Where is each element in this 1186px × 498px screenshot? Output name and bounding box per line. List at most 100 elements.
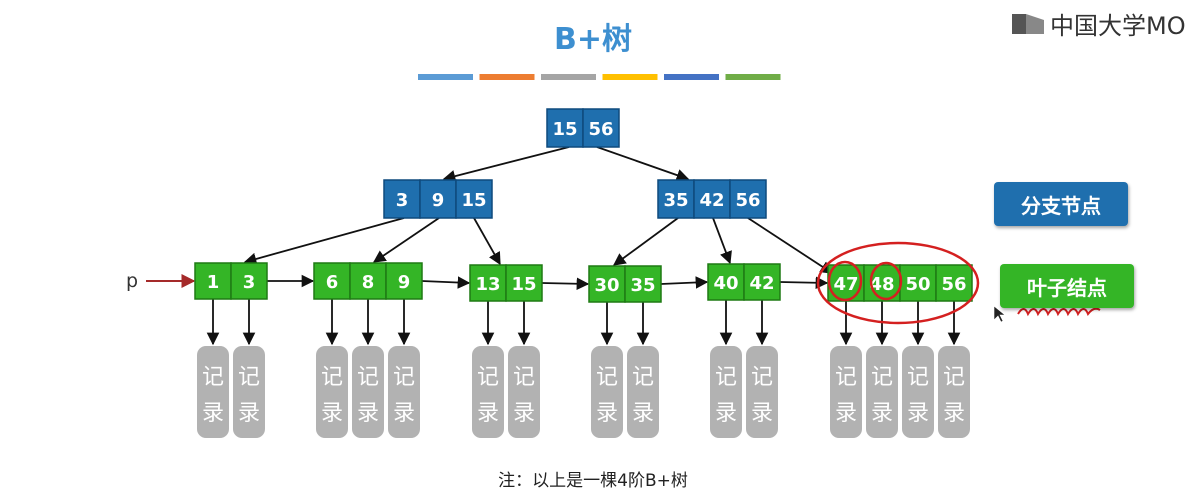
key-cell: [419, 179, 457, 219]
record-label: 录: [357, 401, 379, 426]
key-label: 42: [749, 273, 774, 294]
record-label: 记: [596, 365, 618, 390]
key-label: 48: [869, 274, 894, 295]
key-cell: [729, 179, 767, 219]
record-label: 记: [835, 365, 857, 390]
key-label: 9: [398, 272, 411, 293]
tree-edges: [146, 146, 961, 346]
key-label: 56: [588, 119, 613, 140]
tree-edge: [473, 217, 501, 266]
color-bar: [602, 74, 658, 80]
record-label: 记: [871, 365, 893, 390]
color-bar: [725, 74, 781, 80]
key-label: 3: [396, 190, 409, 211]
record-label: 录: [596, 401, 618, 426]
key-label: 47: [833, 274, 858, 295]
leaf-link-arrow: [779, 276, 829, 290]
key-label: 56: [735, 190, 760, 211]
key-label: 6: [326, 272, 339, 293]
leaf-node: 30 35: [588, 265, 662, 303]
tree-edge: [747, 217, 834, 274]
mooc-logo-icon: [1012, 13, 1044, 34]
record-label: 录: [835, 401, 857, 426]
color-bar: [479, 74, 535, 80]
record-label: 记: [751, 365, 773, 390]
record-label: 录: [321, 401, 343, 426]
footnote: 注：以上是一棵4阶B+树: [498, 471, 688, 491]
key-cell: [383, 179, 421, 219]
slide-title: B+树: [553, 22, 632, 57]
key-cell: [899, 264, 937, 302]
key-label: 50: [905, 274, 930, 295]
record-block: [316, 346, 348, 438]
key-cell: [546, 108, 584, 148]
record-block: [197, 346, 229, 438]
record-label: 记: [393, 365, 415, 390]
key-cell: [313, 262, 351, 300]
record-label: 记: [202, 365, 224, 390]
tree-edge: [596, 146, 690, 182]
record-label: 记: [357, 365, 379, 390]
key-cell: [588, 265, 626, 303]
record-block: [902, 346, 934, 438]
tree-edge: [442, 146, 570, 183]
key-cell: [349, 262, 387, 300]
record-label: 记: [943, 365, 965, 390]
mouse-cursor-icon: [993, 305, 1006, 323]
record-block: [938, 346, 970, 438]
tree-edge: [243, 217, 405, 266]
leaf-link-arrow: [421, 276, 471, 289]
key-cell: [657, 179, 695, 219]
key-label: 30: [594, 275, 619, 296]
record-label: 录: [393, 401, 415, 426]
record-block: [352, 346, 384, 438]
record-label: 录: [632, 401, 654, 426]
record-label: 录: [871, 401, 893, 426]
record-label: 录: [907, 401, 929, 426]
leaf-node-label: 叶子结点: [1000, 264, 1134, 308]
key-47-circle: [827, 260, 863, 302]
record-label: 录: [202, 401, 224, 426]
key-48-circle: [869, 261, 903, 301]
underline-scribble: [1017, 307, 1101, 317]
key-label: 1: [207, 272, 220, 293]
tree-edge: [612, 217, 679, 266]
key-label: 35: [630, 275, 655, 296]
record-label: 录: [513, 401, 535, 426]
key-cell: [505, 264, 543, 302]
key-cell: [455, 179, 493, 219]
key-label: 8: [362, 272, 375, 293]
key-label: 42: [699, 190, 724, 211]
leaf-node: 6 8 9: [313, 262, 423, 300]
key-label: 15: [511, 274, 536, 295]
record-label: 录: [477, 401, 499, 426]
record-label: 录: [943, 401, 965, 426]
record-block: [866, 346, 898, 438]
key-label: 35: [663, 190, 688, 211]
watermark-text: 中国大学MOC: [1050, 12, 1186, 40]
color-bar: [664, 74, 719, 80]
key-cell: [935, 264, 973, 302]
color-bars: [418, 74, 781, 80]
record-label: 记: [238, 365, 260, 390]
record-block: [388, 346, 420, 438]
pointer-p-label: p: [126, 270, 139, 292]
record-block: [627, 346, 659, 438]
key-cell: [743, 263, 781, 301]
record-label: 记: [907, 365, 929, 390]
record-label: 记: [477, 365, 499, 390]
key-label: 40: [713, 273, 738, 294]
tree-edge: [372, 217, 440, 263]
record-label: 录: [751, 401, 773, 426]
record-block: [233, 346, 265, 438]
mooc-watermark: 中国大学MOC: [1010, 6, 1186, 41]
record-label: 录: [238, 401, 260, 426]
color-bar: [418, 74, 473, 80]
